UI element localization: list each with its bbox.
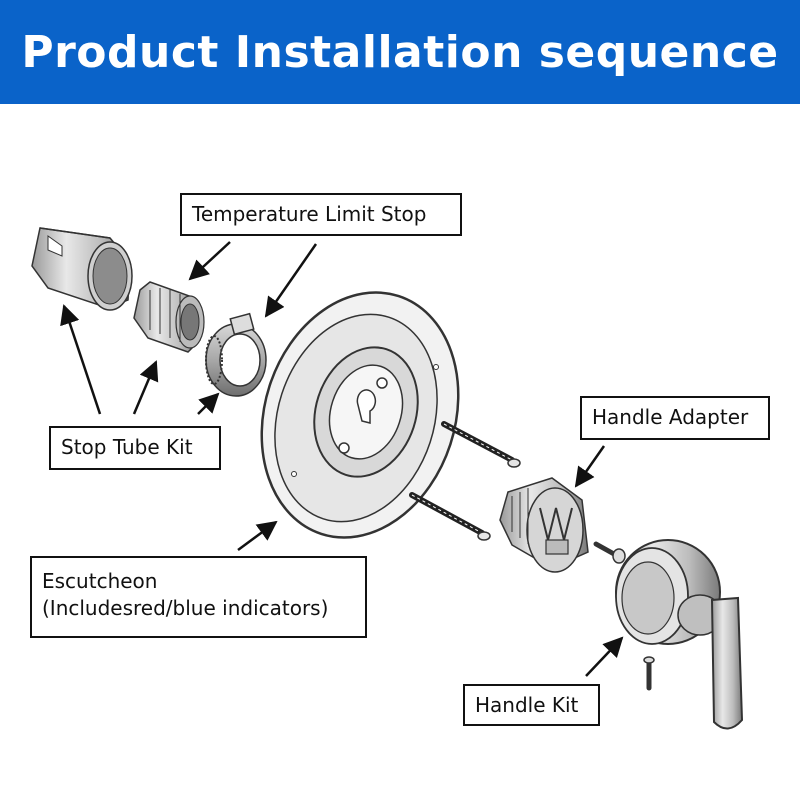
arrow-stop-to-clip xyxy=(197,392,220,415)
callout-label: Handle Adapter xyxy=(592,405,749,429)
callout-temperature-limit-stop: Temperature Limit Stop xyxy=(180,193,462,236)
mounting-screws xyxy=(409,421,521,541)
temperature-limit-stop-clip xyxy=(205,312,267,397)
callout-label-line1: Escutcheon xyxy=(42,569,158,593)
stop-tube xyxy=(31,227,133,311)
arrow-temp-to-ring xyxy=(188,241,231,281)
page-title: Product Installation sequence xyxy=(21,26,779,78)
leader-arrows xyxy=(60,241,624,677)
arrow-escutcheon xyxy=(237,520,278,552)
handle-screw xyxy=(643,656,655,691)
callout-label-line2: (Includesred/blue indicators) xyxy=(42,596,329,620)
escutcheon-plate xyxy=(260,291,460,539)
callout-handle-kit: Handle Kit xyxy=(463,684,600,726)
arrow-temp-to-clip xyxy=(264,243,318,318)
callout-stop-tube-kit: Stop Tube Kit xyxy=(49,426,221,470)
arrow-stop-to-ring xyxy=(132,360,159,415)
callout-label: Handle Kit xyxy=(475,693,579,717)
arrow-stop-to-tube xyxy=(60,304,102,415)
set-screw xyxy=(593,541,626,564)
callout-handle-adapter: Handle Adapter xyxy=(580,396,770,440)
handle xyxy=(615,539,744,730)
header-banner: Product Installation sequence xyxy=(0,0,800,104)
callout-label: Stop Tube Kit xyxy=(61,435,193,459)
arrow-handle-kit xyxy=(585,636,624,677)
arrow-adapter xyxy=(574,445,606,488)
handle-adapter xyxy=(499,477,589,573)
callout-label: Temperature Limit Stop xyxy=(192,202,427,226)
temperature-limit-stop-ring xyxy=(133,281,205,353)
callout-escutcheon: Escutcheon (Includesred/blue indicators) xyxy=(30,556,367,638)
exploded-diagram xyxy=(31,227,744,730)
